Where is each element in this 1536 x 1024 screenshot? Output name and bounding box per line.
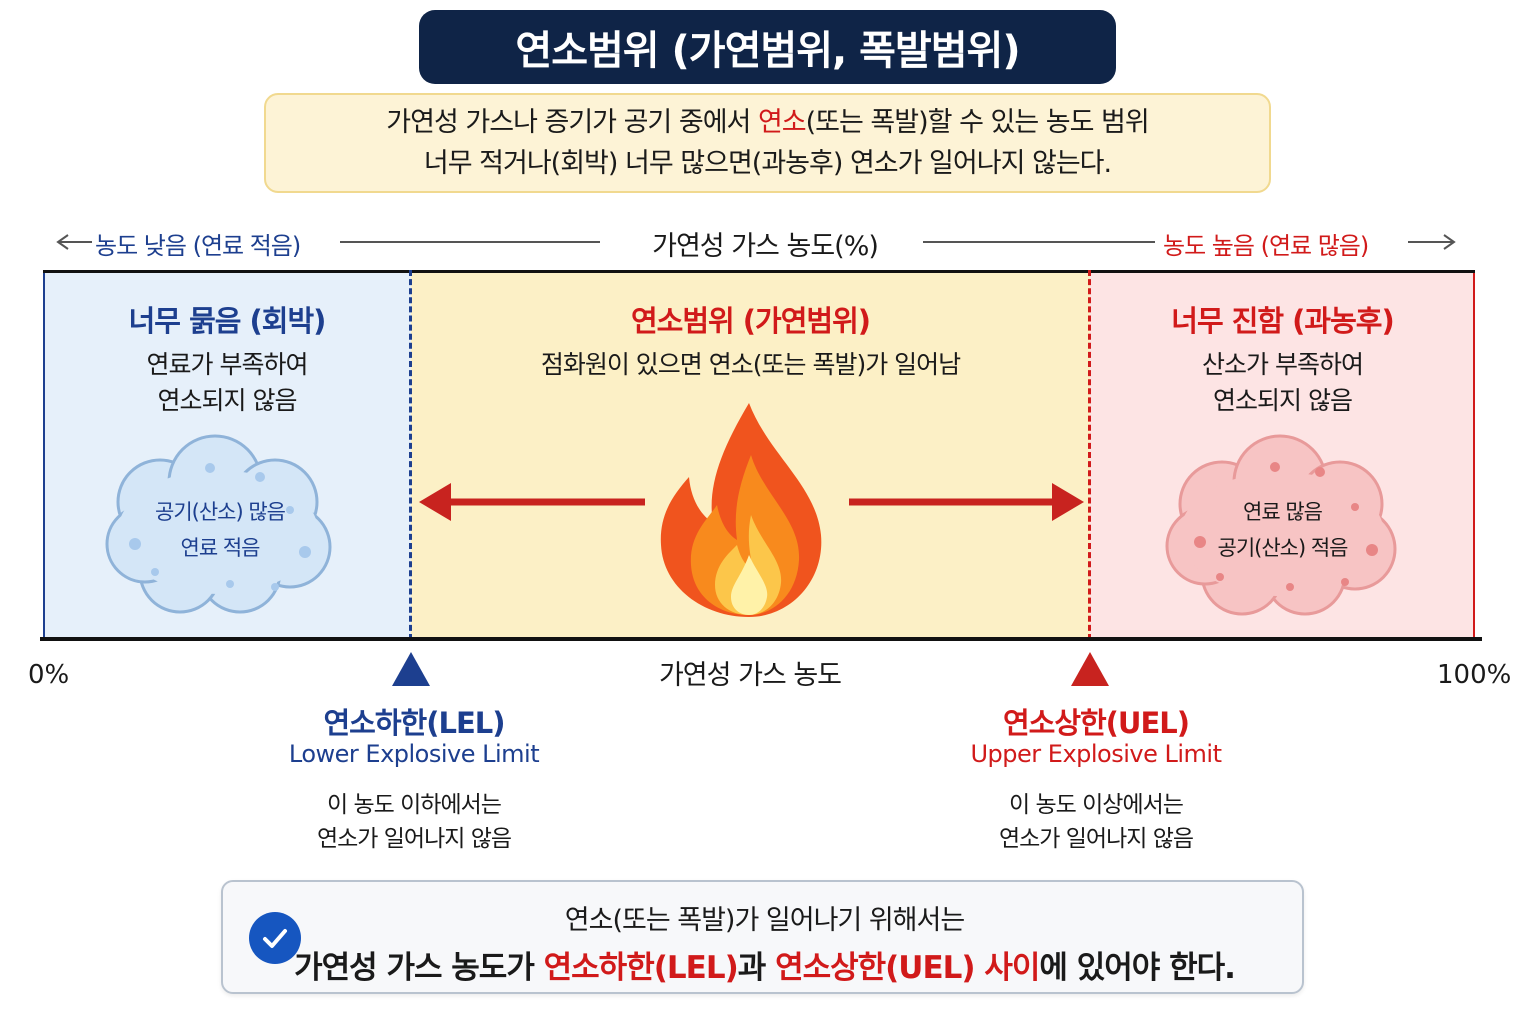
conclusion-uel: 연소상한(UEL) 사이 xyxy=(775,950,1040,986)
conclusion-line-1: 연소(또는 폭발)가 일어나기 위해서는 xyxy=(564,905,965,936)
rich-cloud-line-2: 공기(산소) 적음 xyxy=(1217,536,1349,560)
range-illustration xyxy=(419,403,1084,617)
definition-line-1: 가연성 가스나 증기가 공기 중에서 연소(또는 폭발)할 수 있는 농도 범위 xyxy=(386,102,1150,143)
axis-title-arrows xyxy=(56,234,1456,250)
rich-zone-title: 너무 진함 (과농후) xyxy=(1171,304,1394,338)
rich-desc-line-2: 연소되지 않음 xyxy=(1213,386,1353,415)
definition-line-1-pre: 가연성 가스나 증기가 공기 중에서 xyxy=(386,107,758,138)
rich-cloud-text: 연료 많음 공기(산소) 적음 xyxy=(1160,494,1405,566)
axis-bottom-label: 가연성 가스 농도 xyxy=(658,660,842,691)
lean-cloud-icon xyxy=(105,434,332,614)
conclusion-line-2-mid: 과 xyxy=(737,950,776,986)
axis-max-label: 100% xyxy=(1437,660,1512,690)
definition-highlight: 연소 xyxy=(757,107,807,138)
range-zone-title: 연소범위 (가연범위) xyxy=(630,304,871,338)
zone-top-border xyxy=(43,270,1475,273)
lean-desc-line-1: 연료가 부족하여 xyxy=(146,350,309,379)
lel-desc-line-2: 연소가 일어나지 않음 xyxy=(316,826,512,852)
rich-desc-line-1: 산소가 부족하여 xyxy=(1202,350,1364,379)
conclusion-line-2-pre: 가연성 가스 농도가 xyxy=(294,950,544,986)
low-arrow-icon xyxy=(56,234,92,250)
rich-cloud-line-1: 연료 많음 xyxy=(1243,500,1323,524)
lean-desc-line-2: 연소되지 않음 xyxy=(157,386,298,415)
uel-marker-icon xyxy=(1071,652,1109,686)
lel-subtitle: Lower Explosive Limit xyxy=(288,740,540,768)
lean-zone-title: 너무 묽음 (회박) xyxy=(128,304,327,338)
lel-desc-line-1: 이 농도 이하에서는 xyxy=(327,792,502,818)
definition-line-2: 너무 적거나(회박) 너무 많으면(과농후) 연소가 일어나지 않는다. xyxy=(423,148,1112,179)
axis-min-label: 0% xyxy=(28,660,70,690)
definition-line-1-post: (또는 폭발)할 수 있는 농도 범위 xyxy=(805,107,1150,138)
axis-low-label: 농도 낮음 (연료 적음) xyxy=(95,232,301,260)
lean-cloud-line-1: 공기(산소) 많음 xyxy=(155,500,286,524)
definition-box: 가연성 가스나 증기가 공기 중에서 연소(또는 폭발)할 수 있는 농도 범위… xyxy=(264,93,1271,193)
lel-description: 이 농도 이하에서는 연소가 일어나지 않음 xyxy=(264,788,564,856)
uel-title: 연소상한(UEL) xyxy=(1002,706,1190,740)
lean-cloud-text: 공기(산소) 많음 연료 적음 xyxy=(100,494,340,566)
axis-title-row: 농도 낮음 (연료 적음) 가연성 가스 농도(%) 농도 높음 (연료 많음) xyxy=(0,222,1536,262)
lel-marker-icon xyxy=(392,652,430,686)
uel-dashed-line xyxy=(1088,270,1091,640)
range-zone-description: 점화원이 있으면 연소(또는 폭발)가 일어남 xyxy=(540,350,961,379)
axis-high-label: 농도 높음 (연료 많음) xyxy=(1163,232,1369,260)
axis-center-label: 가연성 가스 농도(%) xyxy=(652,231,879,262)
conclusion-box: 연소(또는 폭발)가 일어나기 위해서는 가연성 가스 농도가 연소하한(LEL… xyxy=(221,880,1304,994)
uel-desc-line-1: 이 농도 이상에서는 xyxy=(1009,792,1184,818)
uel-desc-line-2: 연소가 일어나지 않음 xyxy=(998,826,1194,852)
conclusion-lel: 연소하한(LEL) xyxy=(543,950,739,986)
right-arrow-icon xyxy=(849,483,1084,521)
conclusion-line-2: 가연성 가스 농도가 연소하한(LEL)과 연소상한(UEL) 사이에 있어야 … xyxy=(223,942,1306,987)
conclusion-line-2-post: 에 있어야 한다. xyxy=(1039,950,1235,986)
flame-icon xyxy=(660,403,822,617)
lean-cloud-line-2: 연료 적음 xyxy=(180,536,261,560)
lel-title: 연소하한(LEL) xyxy=(323,706,506,740)
lean-zone-description: 연료가 부족하여 연소되지 않음 xyxy=(43,347,411,419)
concentration-axis-line xyxy=(40,637,1482,641)
check-icon xyxy=(249,912,301,964)
uel-subtitle: Upper Explosive Limit xyxy=(970,740,1222,768)
left-arrow-icon xyxy=(419,483,645,521)
uel-description: 이 농도 이상에서는 연소가 일어나지 않음 xyxy=(946,788,1246,856)
lel-dashed-line xyxy=(409,270,412,640)
high-arrow-icon xyxy=(1408,234,1456,250)
check-mark xyxy=(263,929,287,948)
rich-cloud-icon xyxy=(1165,434,1397,616)
page-title: 연소범위 (가연범위, 폭발범위) xyxy=(419,10,1116,84)
rich-zone-description: 산소가 부족하여 연소되지 않음 xyxy=(1090,347,1475,419)
